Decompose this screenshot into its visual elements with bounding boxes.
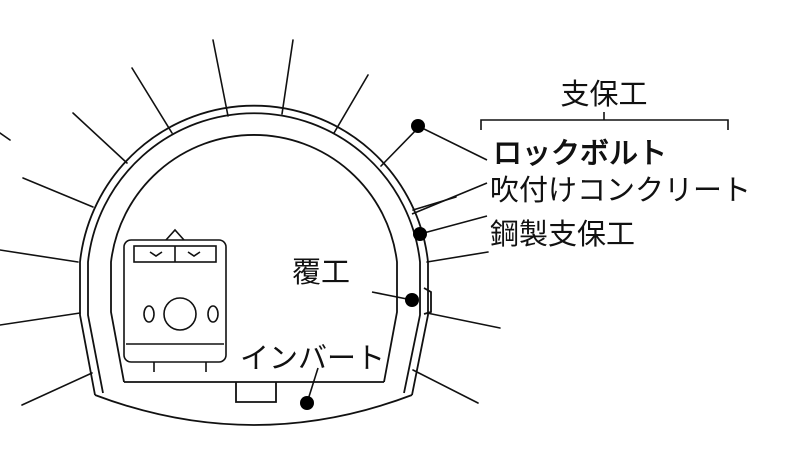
- leader-shotcrete: [411, 182, 488, 215]
- rock-bolt-14: [412, 369, 479, 404]
- dot-lining: [405, 293, 419, 307]
- rock-bolt-2: [281, 39, 294, 115]
- rock-bolt-1: [212, 39, 229, 117]
- train-front-icon: [123, 228, 227, 372]
- label-support: 支保工: [560, 77, 647, 111]
- rock-bolt-11: [0, 312, 81, 326]
- label-rock-bolt: ロックボルト: [493, 136, 667, 170]
- shotcrete-outline: [79, 104, 429, 396]
- rock-bolt-15: [0, 132, 11, 141]
- rock-bolt-10: [426, 251, 489, 263]
- invert-bottom: [94, 394, 413, 426]
- lining-inner-outline: [110, 134, 398, 383]
- rock-bolt-4: [333, 74, 369, 134]
- dot-invert: [300, 396, 314, 410]
- rock-bolt-6: [380, 125, 421, 167]
- rock-bolt-9: [0, 249, 79, 263]
- rock-bolt-7: [22, 177, 94, 208]
- label-shotcrete: 吹付けコンクリート: [490, 173, 751, 207]
- rock-bolt-12: [426, 312, 501, 329]
- tunnel-linings: [79, 104, 432, 426]
- rock-bolt-5: [72, 112, 128, 164]
- label-invert: インバート: [240, 341, 385, 375]
- steel-support-outline: [87, 112, 421, 394]
- rock-bolts: [0, 39, 501, 406]
- indicator-dots: [300, 119, 427, 410]
- dot-steel-support: [413, 227, 427, 241]
- leader-steel-support: [419, 215, 488, 235]
- label-steel-support: 鋼製支保工: [490, 217, 635, 251]
- invert-channel: [235, 382, 277, 403]
- rock-bolt-13: [21, 372, 93, 406]
- dot-rock-bolt: [411, 119, 425, 133]
- label-lining: 覆工: [292, 255, 350, 289]
- support-bracket: [480, 112, 729, 130]
- leader-rock-bolt: [417, 125, 488, 161]
- lining-side-piece: [423, 287, 432, 315]
- rock-bolt-3: [131, 67, 173, 134]
